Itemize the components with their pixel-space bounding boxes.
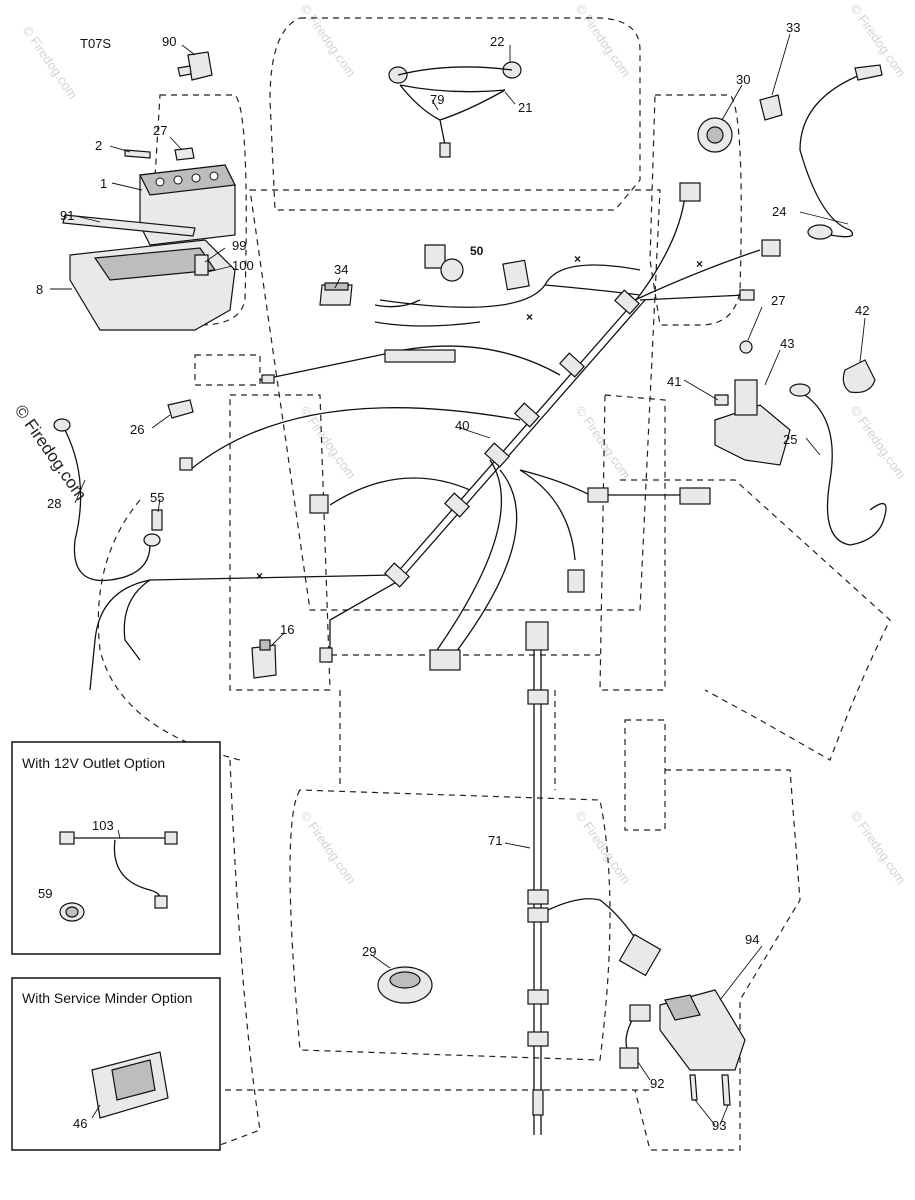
bolt-55	[151, 509, 163, 531]
callout-25: 25	[783, 432, 797, 447]
switch-50	[424, 244, 464, 282]
option-box-service-minder: With Service Minder Option 46	[11, 977, 221, 1151]
watermark-text: © Firedog.com	[298, 403, 359, 482]
watermark-text: © Firedog.com	[20, 23, 81, 102]
leader-lines	[50, 33, 866, 1126]
callout-42: 42	[855, 303, 869, 318]
callout-40: 40	[455, 418, 469, 433]
callout-99: 99	[232, 238, 246, 253]
callout-103: 103	[92, 818, 114, 833]
solenoid-43	[714, 340, 791, 466]
switch-16	[251, 639, 277, 679]
watermark-text: © Firedog.com	[573, 1, 634, 80]
callout-59: 59	[38, 886, 52, 901]
callout-100: 100	[232, 258, 254, 273]
callout-24: 24	[772, 204, 786, 219]
callout-30: 30	[736, 72, 750, 87]
diagram-code: T07S	[80, 36, 111, 51]
option-box-12v-outlet: With 12V Outlet Option 103 59	[11, 741, 221, 955]
option-box-title: With 12V Outlet Option	[22, 755, 165, 771]
callout-27-battery: 27	[153, 123, 167, 138]
callout-41: 41	[667, 374, 681, 389]
cable-28	[53, 418, 161, 582]
callout-29: 29	[362, 944, 376, 959]
clip-26	[167, 399, 194, 419]
battery-assembly	[62, 147, 236, 331]
callout-26: 26	[130, 422, 144, 437]
battery-cable-24	[799, 64, 883, 240]
hold-down-strap	[62, 214, 196, 237]
svg-text:×: ×	[574, 252, 581, 266]
ignition-switch	[697, 94, 783, 153]
option-box-title: With Service Minder Option	[22, 990, 192, 1006]
callout-22: 22	[490, 34, 504, 49]
callout-16: 16	[280, 622, 294, 637]
callout-labels: T07S 2 1 91 8 27 99 100 90 22 21 79 30 3…	[36, 20, 869, 1133]
watermark-text: © Firedog.com	[573, 403, 634, 482]
module-94	[619, 989, 746, 1106]
battery-bolt	[124, 149, 151, 159]
watermark-side-text: © Firedog.com	[11, 401, 91, 503]
headlight-harness	[388, 61, 522, 158]
callout-34: 34	[334, 262, 348, 277]
watermark-text: © Firedog.com	[298, 808, 359, 887]
callout-46: 46	[73, 1116, 87, 1131]
main-harness-40: × × × ×	[89, 182, 781, 691]
watermark-text: © Firedog.com	[848, 403, 909, 482]
callout-91: 91	[60, 208, 74, 223]
watermark-text: © Firedog.com	[298, 1, 359, 80]
callout-21: 21	[518, 100, 532, 115]
callout-79: 79	[430, 92, 444, 107]
callout-55: 55	[150, 490, 164, 505]
callout-43: 43	[780, 336, 794, 351]
svg-text:×: ×	[526, 310, 533, 324]
switch-34	[319, 282, 481, 327]
svg-text:×: ×	[696, 257, 703, 271]
terminal-90	[177, 51, 213, 81]
callout-2: 2	[95, 138, 102, 153]
callout-1: 1	[100, 176, 107, 191]
chassis-outline	[97, 17, 891, 1151]
cable-25	[789, 383, 887, 546]
harness-71	[525, 621, 662, 1135]
callout-28: 28	[47, 496, 61, 511]
svg-text:×: ×	[256, 569, 263, 583]
callout-33: 33	[786, 20, 800, 35]
terminal-boot-42	[842, 359, 876, 394]
callout-93: 93	[712, 1118, 726, 1133]
callout-90: 90	[162, 34, 176, 49]
callout-92: 92	[650, 1076, 664, 1091]
callout-27-solenoid: 27	[771, 293, 785, 308]
callout-8: 8	[36, 282, 43, 297]
watermark-text: © Firedog.com	[848, 808, 909, 887]
horn-29	[377, 966, 433, 1004]
callout-71: 71	[488, 833, 502, 848]
callout-94: 94	[745, 932, 759, 947]
callout-50: 50	[470, 244, 484, 258]
